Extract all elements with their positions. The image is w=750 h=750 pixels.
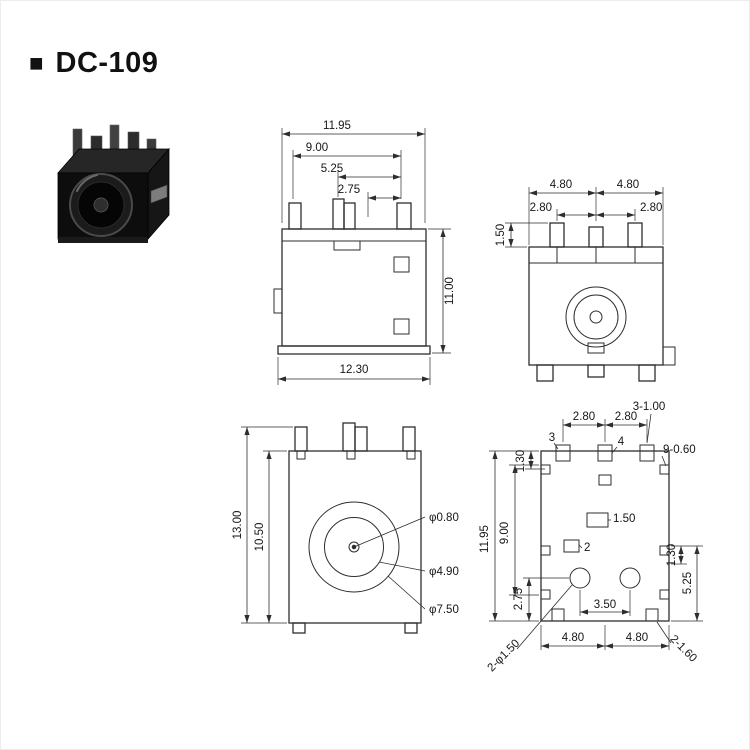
title-bullet-icon: ■: [29, 49, 44, 77]
footprint-dimension-lines: [492, 422, 700, 649]
footprint-pads: [540, 444, 670, 622]
footprint-dim-2-80-left: 2.80: [573, 411, 595, 423]
footprint-dim-1-30-top: 1.30: [515, 450, 527, 472]
face-dim-10-50: 10.50: [254, 523, 266, 552]
footprint-dim-9-00: 9.00: [499, 522, 511, 544]
view-front: 11.95 9.00 5.25 2.75 11.00 12.30: [273, 120, 456, 385]
footprint-dim-2-75: 2.75: [513, 588, 525, 610]
side-dim-4-80-left: 4.80: [550, 179, 572, 191]
photo-side-pin: [150, 184, 168, 204]
side-body-details: [529, 247, 676, 366]
footprint-pin-2-label: 2: [584, 542, 590, 554]
face-dia-0-80: φ0.80: [429, 512, 459, 524]
view-face: 13.00 10.50: [232, 422, 459, 634]
side-dim-1-50: 1.50: [495, 224, 507, 246]
footprint-dim-3-50: 3.50: [594, 599, 616, 611]
photo-base: [58, 237, 148, 243]
footprint-pin-4-label: 4: [618, 436, 625, 448]
side-dim-2-80-left: 2.80: [530, 202, 552, 214]
front-dim-2-75: 2.75: [338, 184, 360, 196]
footprint-label-9-0-60: 9-0.60: [663, 444, 696, 456]
side-dim-2-80-right: 2.80: [640, 202, 662, 214]
footprint-dim-4-80-left: 4.80: [562, 632, 584, 644]
title-row: ■ DC-109: [29, 47, 158, 80]
side-dimension-lines: [508, 190, 663, 247]
footprint-dim-11-95: 11.95: [479, 525, 491, 553]
front-dim-11-95: 11.95: [323, 120, 351, 132]
footprint-outline: [540, 450, 670, 622]
photo-highlight: [76, 174, 98, 192]
footprint-label-2-1-60: 2-1.60: [667, 633, 699, 665]
view-footprint: 2.80 2.80 3-1.00 3 4 9-0.60 1.30 11.95 9…: [479, 401, 703, 674]
face-dim-13-00: 13.00: [232, 511, 244, 540]
front-dim-11-00: 11.00: [444, 277, 456, 305]
footprint-dim-1-50: 1.50: [613, 513, 635, 525]
side-dim-4-80-right: 4.80: [617, 179, 639, 191]
front-body-details: [273, 240, 426, 335]
footprint-dim-1-30-right: 1.30: [666, 544, 678, 566]
face-leader-lines: [353, 516, 426, 610]
side-extension-lines: [505, 187, 664, 248]
photo-center-pin: [93, 197, 109, 213]
face-dia-4-90: φ4.90: [429, 566, 459, 578]
side-body-outline: [528, 222, 664, 382]
face-extension-lines: [241, 426, 293, 624]
front-dim-5-25: 5.25: [321, 163, 343, 175]
front-dim-12-30: 12.30: [340, 364, 369, 376]
product-photo: [57, 124, 170, 243]
front-dim-9-00: 9.00: [306, 142, 328, 154]
face-dia-7-50: φ7.50: [429, 604, 459, 616]
page-title: DC-109: [55, 47, 159, 79]
footprint-dim-5-25: 5.25: [682, 572, 694, 594]
footprint-label-2-dia-1-50: 2-φ1.50: [485, 637, 522, 674]
front-dimension-lines: [278, 131, 446, 382]
footprint-pin-3-label: 3: [549, 432, 555, 444]
footprint-dim-4-80-right: 4.80: [626, 632, 648, 644]
footprint-dim-2-80-right: 2.80: [615, 411, 637, 423]
view-side: 4.80 4.80 2.80 2.80 1.50: [495, 179, 676, 382]
face-body-details: [296, 450, 416, 593]
front-body-outline: [277, 198, 431, 355]
face-dimension-lines: [244, 427, 272, 623]
footprint-leader-lines: [516, 413, 672, 650]
footprint-label-3-1-00: 3-1.00: [633, 401, 666, 413]
